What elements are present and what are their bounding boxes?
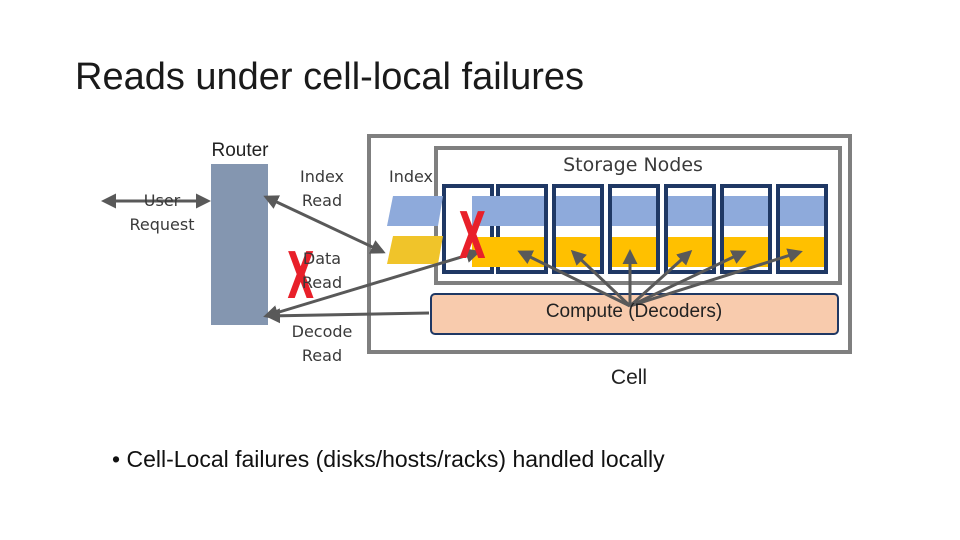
bullet-text: Cell-Local failures (disks/hosts/racks) … — [126, 446, 665, 472]
index-label: Index — [388, 167, 434, 186]
router-label: Router — [211, 140, 269, 161]
storage-node-3 — [552, 184, 604, 274]
slide-title: Reads under cell-local failures — [75, 56, 585, 98]
storage-node-4 — [608, 184, 660, 274]
storage-node-7 — [776, 184, 828, 274]
cell-label: Cell — [610, 366, 648, 389]
failure-mark-storage: X — [459, 200, 486, 274]
bullet-item: • Cell-Local failures (disks/hosts/racks… — [112, 446, 665, 473]
router-bar — [211, 164, 268, 325]
compute-label: Compute (Decoders) — [545, 301, 723, 322]
storage-nodes-label: Storage Nodes — [563, 154, 703, 176]
compute-fan-arrows — [517, 248, 803, 308]
user-request-label: User Request — [129, 191, 195, 234]
storage-node-5 — [664, 184, 716, 274]
data-read-arrow — [263, 248, 481, 320]
index-read-label: Index Read — [299, 167, 345, 210]
index-stripe-yellow — [387, 236, 443, 264]
decode-read-label: Decode Read — [291, 322, 353, 365]
index-read-arrow — [263, 195, 386, 254]
decode-read-arrow — [265, 308, 430, 324]
data-read-label: Data Read — [301, 249, 343, 292]
failure-mark-data-read: X — [287, 240, 314, 314]
index-stripe-blue — [387, 196, 443, 226]
bullet-marker: • — [112, 446, 121, 472]
replica-block-blue — [472, 196, 542, 226]
